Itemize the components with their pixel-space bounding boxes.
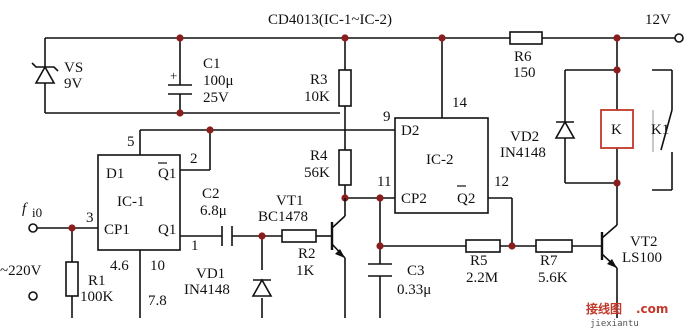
k1-label: K1: [651, 122, 669, 138]
r2-value: 1K: [296, 263, 315, 279]
ic2-pin11: 11: [377, 174, 391, 190]
ic2-body: [394, 117, 489, 214]
vt1-value: BC1478: [258, 209, 308, 225]
vd1-ref: VD1: [196, 266, 225, 282]
c1-polarity: +: [170, 68, 177, 83]
r3-resistor: [338, 69, 352, 107]
c1-voltage: 25V: [203, 90, 229, 106]
r6-value: 150: [513, 65, 536, 81]
r4-resistor: [338, 149, 352, 186]
schematic-title: CD4013(IC-1~IC-2): [268, 12, 392, 28]
r1-resistor: [65, 261, 79, 297]
r5-resistor: [465, 239, 501, 253]
ic1-body: [97, 154, 181, 251]
watermark-url: jiexiantu: [590, 319, 639, 329]
r6-resistor: [509, 31, 543, 45]
c2-value: 6.8μ: [200, 203, 227, 219]
input-signal-label: f: [22, 201, 28, 217]
watermark: 接线图 .com jiexiantu: [586, 301, 668, 329]
ic2-pin12: 12: [494, 174, 509, 190]
vd1-diode: [251, 278, 273, 297]
ic1-qbar: Q1: [158, 166, 176, 182]
vt2-ref: VT2: [630, 234, 658, 250]
watermark-cn: 接线图: [586, 301, 622, 316]
r6-ref: R6: [514, 49, 532, 65]
c1-ref: C1: [203, 56, 221, 72]
r3-ref: R3: [310, 72, 328, 88]
r3-value: 10K: [304, 89, 330, 105]
ic2-d: D2: [401, 123, 419, 139]
r2-resistor: [281, 229, 317, 243]
r7-ref: R7: [540, 253, 558, 269]
r2-ref: R2: [298, 246, 316, 262]
relay-coil-label: K: [611, 122, 622, 138]
c1-value: 100μ: [203, 73, 234, 89]
r5-ref: R5: [470, 253, 488, 269]
ic2-pin9: 9: [383, 109, 391, 125]
ic2-cp: CP2: [401, 191, 427, 207]
vs-zener-diode: [31, 62, 59, 84]
vs-value: 9V: [64, 76, 83, 92]
vs-ref: VS: [64, 60, 83, 76]
vt2-transistor: [600, 224, 618, 269]
ic1-name: IC-1: [117, 194, 145, 210]
r4-ref: R4: [310, 148, 328, 164]
relay-coil: [600, 109, 634, 149]
c3-value: 0.33μ: [397, 282, 431, 298]
vd2-diode: [554, 120, 576, 139]
vt2-value: LS100: [622, 250, 662, 266]
ic1-d: D1: [106, 166, 124, 182]
ic1-pin1: 1: [191, 238, 199, 254]
r5-value: 2.2M: [466, 270, 498, 286]
ic2-qbar: Q2: [457, 191, 475, 207]
r1-value: 100K: [80, 289, 114, 305]
c1-capacitor: [168, 84, 192, 95]
r4-value: 56K: [304, 165, 330, 181]
ic1-q: Q1: [158, 222, 176, 238]
vd1-value: IN4148: [184, 282, 230, 298]
ic1-pin3: 3: [86, 210, 94, 226]
input-signal-sub: i0: [32, 205, 42, 220]
junction-dots: [68, 34, 621, 250]
r7-resistor: [535, 239, 573, 253]
r7-value: 5.6K: [538, 270, 568, 286]
vd2-value: IN4148: [500, 145, 546, 161]
k1-contact: [652, 109, 673, 152]
r1-ref: R1: [88, 273, 106, 289]
input-mains-label: ~220V: [0, 263, 42, 279]
ic1-pin10: 10: [150, 258, 165, 274]
ic1-pin78: 7.8: [148, 293, 167, 309]
ic2-pin14: 14: [452, 95, 468, 111]
c2-ref: C2: [202, 186, 220, 202]
ic1-pin5: 5: [127, 134, 135, 150]
watermark-dot: .com: [636, 302, 668, 316]
ic1-cp: CP1: [104, 222, 130, 238]
vt1-transistor: [330, 198, 346, 259]
supply-voltage: 12V: [645, 12, 671, 28]
terminals: [28, 33, 684, 301]
c2-capacitor: [221, 226, 233, 246]
ic1-pin2: 2: [190, 151, 198, 167]
c3-ref: C3: [407, 263, 425, 279]
c3-capacitor: [368, 263, 392, 277]
ic1-pin46: 4.6: [110, 258, 129, 274]
vt1-ref: VT1: [276, 193, 304, 209]
ic2-name: IC-2: [426, 152, 454, 168]
vd2-ref: VD2: [510, 129, 539, 145]
